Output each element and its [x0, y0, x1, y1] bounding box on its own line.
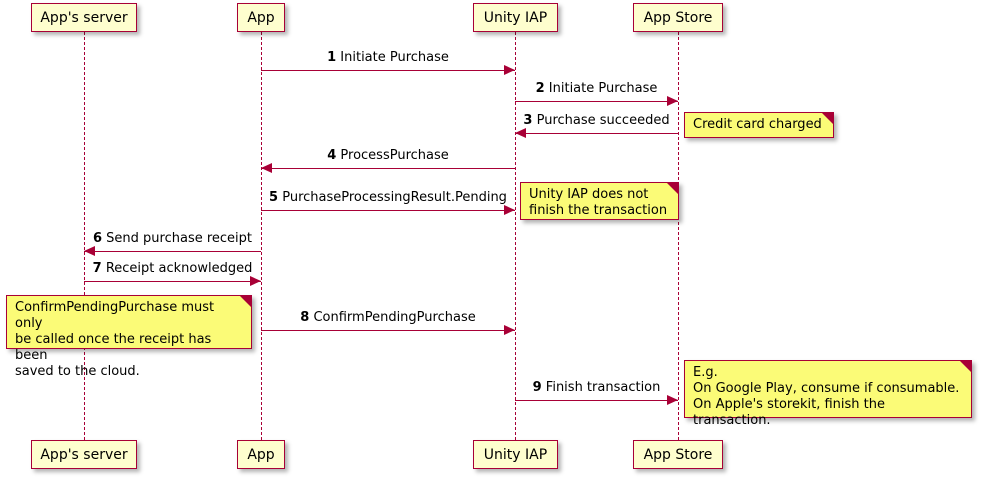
arrowhead-left-icon: [84, 246, 95, 256]
message-label: 1 Initiate Purchase: [261, 51, 515, 64]
note-credit-card: Credit card charged: [684, 112, 834, 138]
message-line: [84, 251, 261, 252]
message-line: [261, 330, 515, 331]
message-text: Initiate Purchase: [548, 81, 658, 96]
participant-label: App's server: [40, 9, 128, 26]
message-text: Receipt acknowledged: [105, 261, 253, 276]
participant-label: App: [247, 9, 275, 26]
message-sequence-number: 5: [269, 190, 279, 205]
message-text: Finish transaction: [545, 380, 661, 395]
message-text: Initiate Purchase: [340, 50, 449, 65]
participant-label: App's server: [40, 446, 128, 463]
message-label: 9 Finish transaction: [515, 381, 678, 394]
message-label: 4 ProcessPurchase: [261, 149, 515, 162]
message-sequence-number: 3: [523, 113, 533, 128]
note-text: ConfirmPendingPurchase must only be call…: [15, 300, 215, 379]
lifeline-server: [84, 32, 85, 440]
lifeline-store: [678, 32, 679, 440]
message-text: ConfirmPendingPurchase: [313, 310, 476, 325]
note-confirm-pending: ConfirmPendingPurchase must only be call…: [6, 295, 252, 379]
message-label: 8 ConfirmPendingPurchase: [261, 311, 515, 324]
message-sequence-number: 4: [327, 148, 337, 163]
arrowhead-right-icon: [667, 395, 678, 405]
participant-server-b[interactable]: App's server: [31, 440, 137, 469]
arrowhead-right-icon: [504, 325, 515, 335]
participant-store[interactable]: App Store: [633, 3, 723, 32]
message-text: Send purchase receipt: [106, 231, 253, 246]
participant-app-b[interactable]: App: [237, 440, 285, 469]
message-sequence-number: 7: [92, 261, 102, 276]
participant-label: App Store: [643, 446, 713, 463]
message-label: 5 PurchaseProcessingResult.Pending: [261, 191, 515, 204]
note-text: Unity IAP does not finish the transactio…: [529, 187, 668, 218]
message-label: 2 Initiate Purchase: [515, 82, 678, 95]
note-fold-inner: [961, 372, 971, 382]
note-fold-corner-icon: [960, 361, 971, 382]
arrowhead-right-icon: [504, 65, 515, 75]
message-line: [515, 101, 678, 102]
message-sequence-number: 1: [327, 50, 337, 65]
note-fold-corner-icon: [667, 183, 678, 204]
message-text: ProcessPurchase: [340, 148, 449, 163]
message-sequence-number: 2: [535, 81, 545, 96]
arrowhead-right-icon: [250, 276, 261, 286]
arrowhead-right-icon: [504, 205, 515, 215]
note-fold-corner-icon: [240, 296, 251, 317]
message-line: [84, 281, 261, 282]
arrowhead-right-icon: [667, 96, 678, 106]
lifeline-app: [261, 32, 262, 440]
participant-server[interactable]: App's server: [31, 3, 137, 32]
message-line: [261, 210, 515, 211]
message-line: [515, 133, 678, 134]
participant-unity-b[interactable]: Unity IAP: [473, 440, 558, 469]
message-label: 3 Purchase succeeded: [515, 114, 678, 127]
message-text: Purchase succeeded: [536, 113, 670, 128]
message-label: 7 Receipt acknowledged: [84, 262, 261, 275]
message-sequence-number: 9: [532, 380, 542, 395]
arrowhead-left-icon: [515, 128, 526, 138]
note-text: Credit card charged: [693, 117, 822, 132]
participant-store-b[interactable]: App Store: [633, 440, 723, 469]
participant-label: Unity IAP: [483, 446, 548, 463]
participant-unity[interactable]: Unity IAP: [473, 3, 558, 32]
note-fold-inner: [668, 194, 678, 204]
message-line: [515, 400, 678, 401]
arrowhead-left-icon: [261, 163, 272, 173]
message-text: PurchaseProcessingResult.Pending: [282, 190, 507, 205]
message-line: [261, 168, 515, 169]
note-fold-corner-icon: [822, 113, 833, 134]
message-label: 6 Send purchase receipt: [84, 232, 261, 245]
participant-label: App: [247, 446, 275, 463]
message-sequence-number: 8: [300, 310, 310, 325]
participant-label: Unity IAP: [483, 9, 548, 26]
note-finish-examples: E.g. On Google Play, consume if consumab…: [684, 360, 972, 428]
message-sequence-number: 6: [92, 231, 103, 246]
note-fold-inner: [823, 124, 833, 134]
note-text: E.g. On Google Play, consume if consumab…: [693, 365, 960, 428]
message-line: [261, 70, 515, 71]
note-unity-pending: Unity IAP does not finish the transactio…: [520, 182, 679, 220]
participant-label: App Store: [643, 9, 713, 26]
participant-app[interactable]: App: [237, 3, 285, 32]
note-fold-inner: [241, 307, 251, 317]
lifeline-unity: [515, 32, 516, 440]
